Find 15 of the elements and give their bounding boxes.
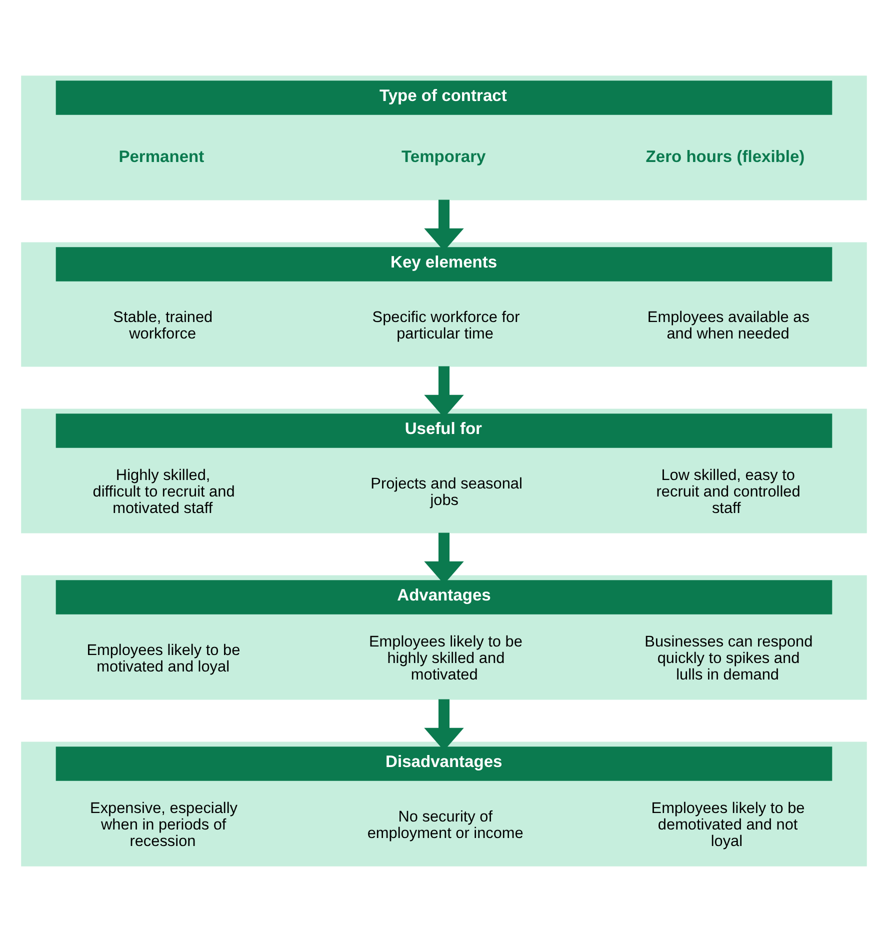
node-text: Employees likely to be highly skilled and motivated — [369, 633, 522, 684]
node-text: Stable, trained workforce — [113, 308, 213, 342]
node-text: Low skilled, easy to recruit and controlled staff — [656, 466, 800, 517]
node-text: Temporary — [402, 146, 486, 166]
node-text: Businesses can respond quickly to spikes and lulls in demand — [644, 633, 813, 684]
node-text: Zero hours (flexible) — [646, 146, 805, 166]
node-text: Employees likely to be demotivated and not loyal — [651, 800, 805, 850]
node-text: Projects and seasonal jobs — [370, 474, 522, 508]
node-text: Highly skilled, difficult to recruit and motivated staff — [92, 466, 235, 517]
node-text: Employees available as and when needed — [647, 308, 810, 342]
node-text: No security of employment or income — [367, 808, 524, 842]
node-text: Specific workforce for particular time — [372, 308, 520, 342]
node-text: Permanent — [118, 146, 204, 166]
node-text: Expensive, especially when in periods of recession — [90, 800, 238, 850]
node-text: Employees likely to be motivated and loyal — [86, 641, 240, 675]
